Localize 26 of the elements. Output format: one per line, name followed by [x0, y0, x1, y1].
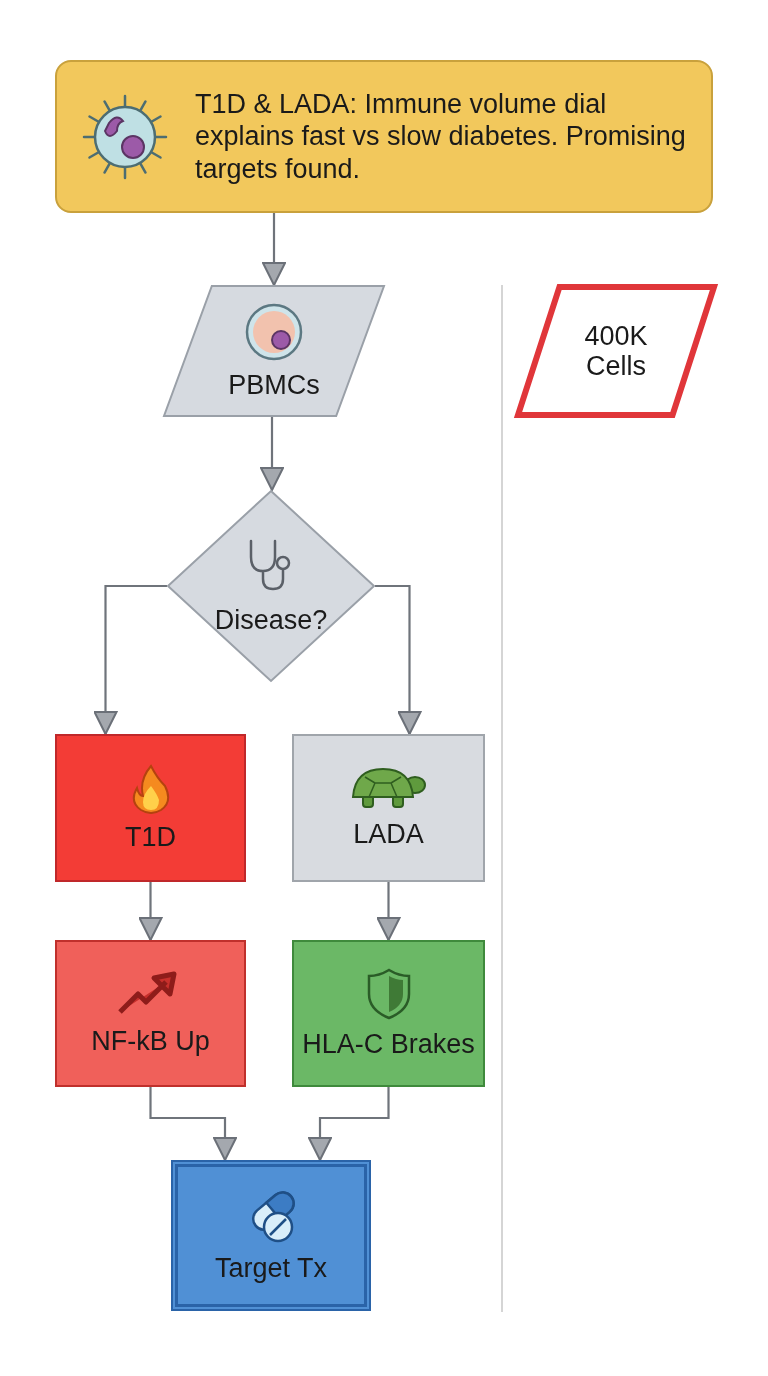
- arrow: [376, 882, 401, 941]
- arrow: [260, 417, 284, 491]
- arrow: [93, 584, 167, 735]
- node-label: T1D: [125, 821, 176, 853]
- process-box: [292, 940, 485, 1087]
- node-label: NF-kB Up: [91, 1026, 210, 1057]
- title-banner: [55, 60, 713, 213]
- node-label: Target Tx: [214, 1253, 328, 1284]
- process-box: [171, 1160, 371, 1311]
- node-label: LADA: [353, 818, 424, 850]
- arrow: [138, 882, 163, 941]
- arrow: [375, 584, 422, 735]
- arrow: [308, 1087, 390, 1161]
- process-box: [55, 734, 246, 882]
- process-box: [292, 734, 485, 882]
- decision-diamond: [167, 490, 375, 682]
- node-label: PBMCs: [228, 369, 320, 401]
- node-label: 400K Cells: [583, 320, 649, 382]
- data-parallelogram: [163, 285, 385, 417]
- arrow: [262, 213, 286, 286]
- data-parallelogram: [515, 284, 717, 418]
- process-box: [55, 940, 246, 1087]
- title-text: T1D & LADA: Immune volume dial explains fast vs slow diabetes. Promising targets found.: [195, 87, 687, 186]
- arrow: [149, 1087, 237, 1161]
- node-label: HLA-C Brakes: [302, 1029, 475, 1060]
- node-label: Disease?: [214, 604, 328, 636]
